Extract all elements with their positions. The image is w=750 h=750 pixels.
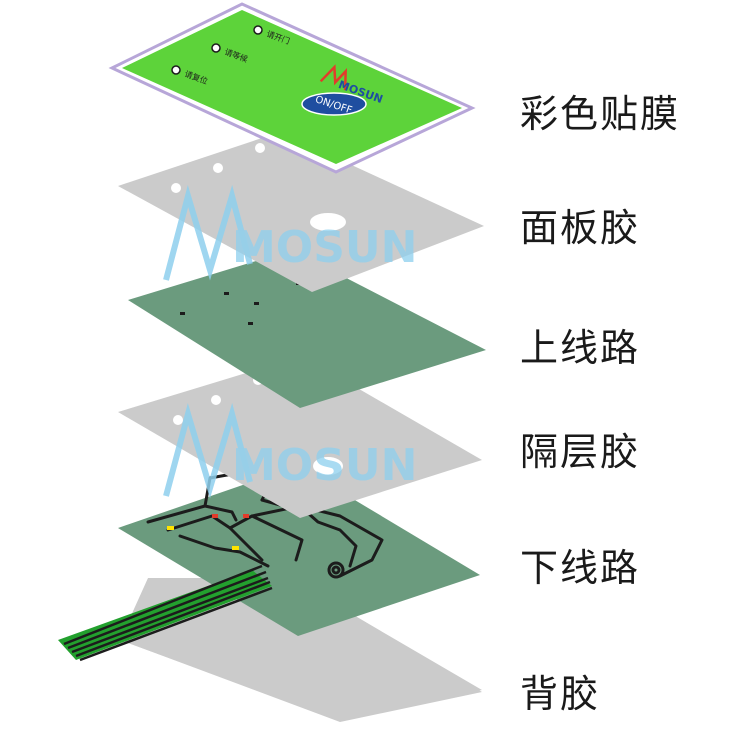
graphic-overlay-layer xyxy=(122,10,462,164)
flex-tail-traces xyxy=(63,564,273,662)
onoff-button-icon: ON/OFF xyxy=(301,92,367,117)
layer-label-graphic-overlay: 彩色贴膜 xyxy=(520,92,681,136)
layer-label-lower-circuit: 下线路 xyxy=(520,546,641,590)
watermark-text: MOSUN xyxy=(232,222,417,273)
layer-label-panel-adhesive: 面板胶 xyxy=(520,206,641,250)
panel-adhesive-holes xyxy=(171,143,346,231)
spacer-adhesive-layer xyxy=(118,356,482,518)
watermark-text-lower: MOSUN xyxy=(232,440,417,491)
back-adhesive-layer-main xyxy=(115,578,482,722)
led-indicator-icon xyxy=(171,65,181,75)
circuit-pads xyxy=(167,514,249,550)
mosun-watermark-icon: MOSUN xyxy=(163,184,417,281)
upper-circuit-layer xyxy=(128,250,486,408)
led-indicator-icon xyxy=(253,25,263,35)
panel-adhesive-layer xyxy=(118,132,484,292)
layer-label-spacer-adhesive: 隔层胶 xyxy=(520,430,641,474)
layer-label-upper-circuit: 上线路 xyxy=(520,326,641,370)
layer-label-back-adhesive: 背胶 xyxy=(520,672,601,716)
led-indicator-icon xyxy=(211,43,221,53)
mosun-watermark-icon-lower: MOSUN xyxy=(163,402,417,499)
